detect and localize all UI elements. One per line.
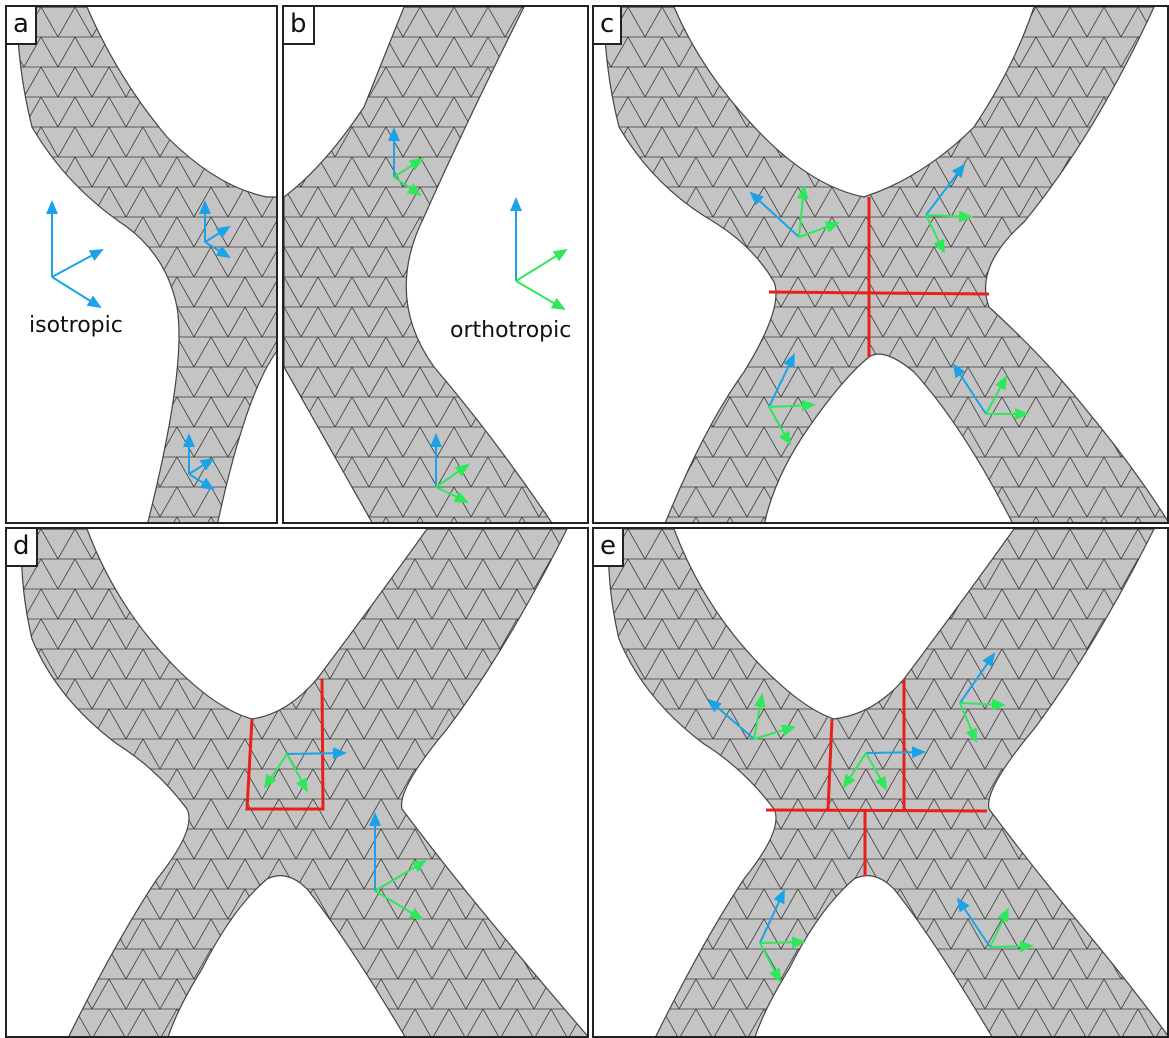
panel-label-c: c xyxy=(594,7,623,45)
orthotropic-axes-legend xyxy=(510,197,568,311)
mesh-panel-c xyxy=(603,7,1167,522)
axes-marker xyxy=(956,897,1034,953)
panel-b: b orthotropic xyxy=(282,5,589,524)
axes-marker xyxy=(199,200,231,259)
panel-label-b: b xyxy=(284,7,315,45)
axes-marker xyxy=(759,889,806,983)
partition-cut-lines xyxy=(245,678,325,811)
axes-marker xyxy=(959,652,1006,743)
axes-marker xyxy=(925,163,973,254)
axes-marker xyxy=(952,363,1029,420)
panel-label-d: d xyxy=(7,529,38,567)
isotropic-caption: isotropic xyxy=(29,313,123,338)
axes-marker xyxy=(183,433,215,491)
axes-marker xyxy=(388,127,424,197)
axes-marker xyxy=(768,353,816,446)
partition-cut-lines xyxy=(768,197,990,357)
mesh-panel-d xyxy=(20,529,587,1036)
orthotropic-caption: orthotropic xyxy=(450,318,571,343)
mesh-panel-e xyxy=(607,529,1167,1036)
partition-cut-lines xyxy=(765,679,988,876)
panel-c: c xyxy=(592,5,1169,524)
mesh-panel-a: isotropic xyxy=(16,7,276,522)
mesh-panel-b: orthotropic xyxy=(284,7,571,522)
axes-marker xyxy=(430,433,470,503)
panel-a: a isotropic xyxy=(5,5,278,524)
axes-marker xyxy=(707,693,796,740)
panel-label-a: a xyxy=(7,7,37,45)
panel-label-e: e xyxy=(594,529,624,567)
axes-marker xyxy=(263,747,347,793)
axes-marker xyxy=(842,746,926,791)
axes-marker xyxy=(749,185,840,238)
panel-d: d xyxy=(5,527,589,1038)
axes-marker xyxy=(369,812,427,921)
panel-e: e xyxy=(592,527,1169,1038)
isotropic-axes-legend xyxy=(46,200,104,309)
